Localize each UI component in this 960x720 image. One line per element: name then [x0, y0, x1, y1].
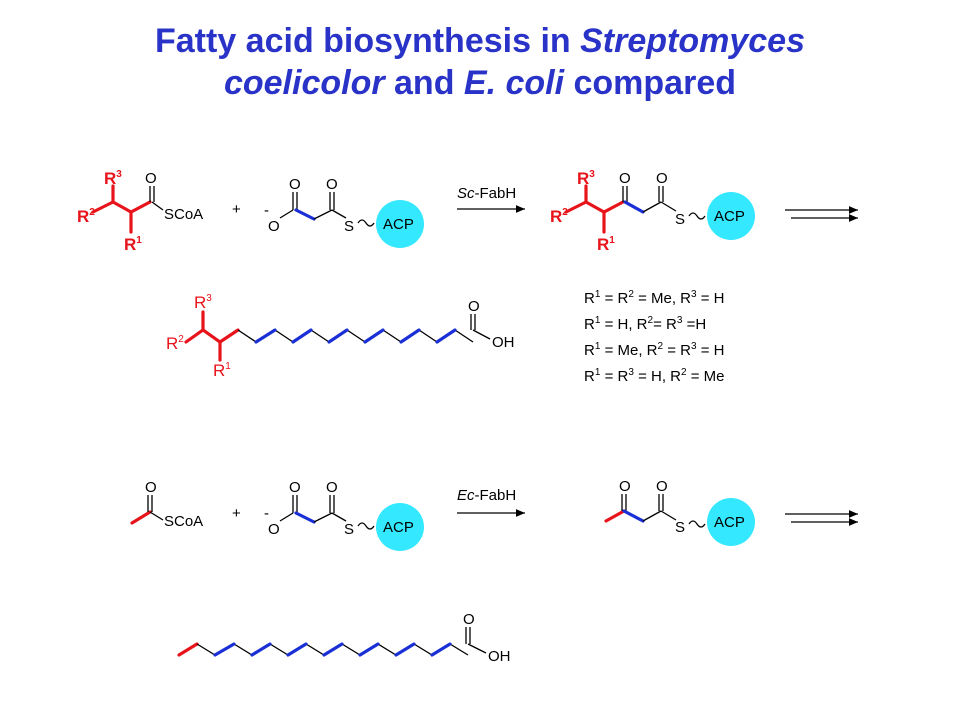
carbonyl-oxygen: O [145, 170, 157, 187]
malonyl-acp-2: O O - O S ACP [264, 479, 424, 551]
title-text-1: Fatty acid biosynthesis in [155, 22, 581, 60]
carbonyl-oxygen: O [145, 479, 157, 496]
thioester-oxygen: O [656, 478, 668, 495]
thioester-oxygen: O [656, 170, 668, 187]
plus-sign: + [232, 201, 241, 218]
svg-text:R1: R1 [597, 235, 615, 254]
minus-sign: - [264, 202, 269, 219]
keto-oxygen: O [619, 478, 631, 495]
svg-text:R3: R3 [194, 293, 212, 312]
r3-label: R [104, 169, 116, 188]
fabh-label: -FabH [475, 185, 517, 202]
scoa-label: SCoA [164, 513, 203, 530]
legend-line-3: R1 = Me, R2 = R3 = H [584, 341, 725, 359]
legend-line-1: R1 = R2 = Me, R3 = H [584, 289, 725, 307]
malonyl-o2: O [326, 479, 338, 496]
page-title: Fatty acid biosynthesis in Streptomyces … [0, 20, 960, 104]
acetoacetyl-acp: O O S ACP [604, 478, 755, 546]
fabh-label: -FabH [475, 487, 517, 504]
svg-text:Ec-FabH: Ec-FabH [457, 487, 516, 504]
acp-label: ACP [714, 208, 745, 225]
malonyl-o3: O [268, 521, 280, 538]
minus-sign: - [264, 505, 269, 522]
svg-text:R1: R1 [124, 235, 142, 254]
sc-prefix: Sc [457, 185, 475, 202]
r1-index: 1 [136, 235, 142, 246]
r3-index: 3 [206, 293, 212, 304]
r2-label: R [166, 334, 178, 353]
scoa-label: SCoA [164, 206, 203, 223]
svg-text:R3: R3 [104, 169, 122, 188]
acid-carbonyl-oxygen: O [468, 298, 480, 315]
acid-hydroxyl: OH [488, 648, 511, 665]
legend-line-2: R1 = H, R2= R3 =H [584, 315, 706, 333]
malonyl-o1: O [289, 479, 301, 496]
branched-chain-fatty-acid: R3 R2 R1 O OH [166, 293, 515, 380]
acp-label: ACP [714, 514, 745, 531]
sc-branched-starter-coa: R3 R2 R1 O SCoA [77, 169, 203, 254]
acid-hydroxyl: OH [492, 334, 515, 351]
acp-circle [707, 498, 755, 546]
substituent-legend: R1 = R2 = Me, R3 = H R1 = H, R2= R3 =H R… [584, 289, 725, 385]
sc-fabh-arrow: Sc-FabH [457, 185, 525, 213]
r1-index: 1 [225, 361, 231, 372]
r2-label: R [77, 207, 89, 226]
multi-step-arrow-2 [785, 510, 858, 526]
r1-label: R [597, 235, 609, 254]
ec-fabh-arrow: Ec-FabH [457, 487, 525, 517]
acp-circle [376, 503, 424, 551]
title-ecoli: E. coli [463, 64, 565, 102]
svg-text:R2: R2 [550, 207, 568, 226]
acp-circle [707, 192, 755, 240]
ec-prefix: Ec [457, 487, 475, 504]
acetyl-coa: O SCoA [130, 479, 203, 530]
svg-text:R1: R1 [213, 361, 231, 380]
r3-index: 3 [589, 169, 595, 180]
acid-carbonyl-oxygen: O [463, 611, 475, 628]
r1-label: R [124, 235, 136, 254]
multi-step-arrow-1 [785, 206, 858, 222]
keto-oxygen: O [619, 170, 631, 187]
thioester-s: S [675, 519, 685, 536]
malonyl-o1: O [289, 176, 301, 193]
thioester-s: S [344, 521, 354, 538]
title-text-3: compared [564, 64, 737, 102]
svg-text:R2: R2 [166, 334, 184, 353]
r1-label: R [213, 361, 225, 380]
thioester-s: S [344, 218, 354, 235]
malonyl-o2: O [326, 176, 338, 193]
acp-label: ACP [383, 519, 414, 536]
malonyl-o3: O [268, 218, 280, 235]
acp-circle [376, 200, 424, 248]
sc-branched-ketoacyl-acp: R3 R2 R1 O O S ACP [550, 169, 755, 254]
r3-label: R [194, 293, 206, 312]
legend-line-4: R1 = R3 = H, R2 = Me [584, 367, 725, 385]
title-species: coelicolor [223, 64, 385, 102]
r2-index: 2 [178, 334, 184, 345]
plus-sign: + [232, 505, 241, 522]
r2-label: R [550, 207, 562, 226]
svg-text:Sc-FabH: Sc-FabH [457, 185, 516, 202]
r3-label: R [577, 169, 589, 188]
r3-index: 3 [116, 169, 122, 180]
acp-label: ACP [383, 216, 414, 233]
title-genus: Streptomyces [580, 22, 805, 60]
straight-chain-fatty-acid: O OH [177, 611, 511, 665]
malonyl-acp-1: O O - O S ACP [264, 176, 424, 248]
r1-index: 1 [609, 235, 615, 246]
r2-index: 2 [89, 207, 95, 218]
title-text-2: and [384, 64, 464, 102]
svg-text:R3: R3 [577, 169, 595, 188]
svg-text:R2: R2 [77, 207, 95, 226]
r2-index: 2 [562, 207, 568, 218]
thioester-s: S [675, 211, 685, 228]
